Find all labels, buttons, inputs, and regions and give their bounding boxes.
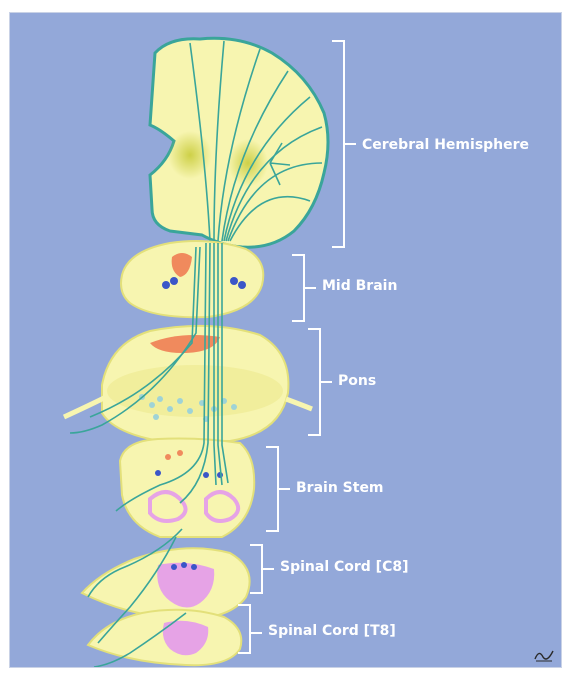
- label-mid-brain: Mid Brain: [322, 278, 397, 294]
- signature-logo-icon: [533, 647, 555, 663]
- cerebral-hemisphere-section: [150, 38, 328, 247]
- label-brain-stem: Brain Stem: [296, 480, 384, 496]
- midbrain-section: [121, 241, 263, 317]
- brainstem-shape: [120, 439, 254, 538]
- spinal-t8-section: [88, 610, 241, 665]
- bracket-c8: [250, 545, 274, 593]
- label-spinal-cord-t8: Spinal Cord [T8]: [268, 623, 396, 639]
- bracket-cerebral: [332, 41, 356, 247]
- bracket-pons: [308, 329, 332, 435]
- brainstem-dot: [165, 454, 171, 460]
- midbrain-nucleus-dot: [238, 281, 246, 289]
- brainstem-dot: [177, 450, 183, 456]
- pons-right-nerve: [286, 399, 312, 409]
- midbrain-nucleus-dot: [230, 277, 238, 285]
- brainstem-dot: [203, 472, 209, 478]
- spinal-c8-dot: [181, 562, 187, 568]
- midbrain-nucleus-dot: [162, 281, 170, 289]
- pons-base: [107, 365, 283, 417]
- bracket-midbrain: [292, 255, 316, 321]
- pons-left-nerve: [64, 397, 106, 417]
- label-spinal-cord-c8: Spinal Cord [C8]: [280, 559, 409, 575]
- spinal-c8-dot: [191, 564, 197, 570]
- spinal-c8-section: [82, 548, 250, 619]
- label-cerebral-hemisphere: Cerebral Hemisphere: [362, 137, 529, 153]
- brainstem-section: [120, 439, 254, 538]
- diagram-frame: Cerebral Hemisphere Mid Brain Pons Brain…: [9, 12, 562, 668]
- midbrain-shape: [121, 241, 263, 317]
- brainstem-dot: [155, 470, 161, 476]
- bracket-brainstem: [266, 447, 290, 531]
- midbrain-nucleus-dot: [170, 277, 178, 285]
- label-pons: Pons: [338, 373, 376, 389]
- pons-section: [64, 326, 312, 441]
- spinal-c8-dot: [171, 564, 177, 570]
